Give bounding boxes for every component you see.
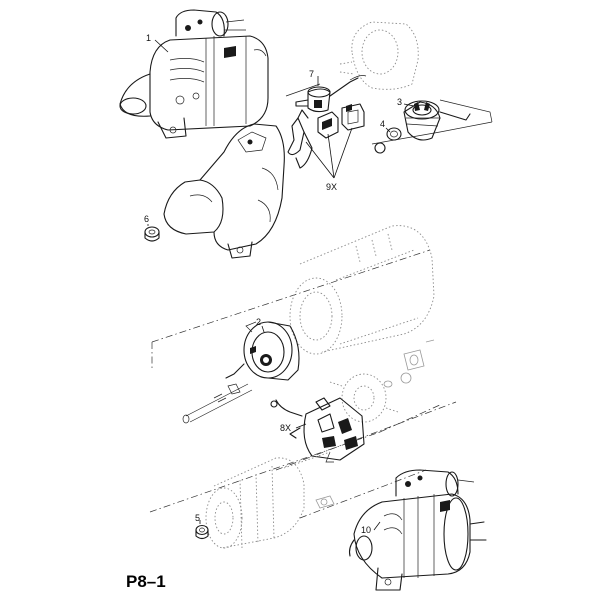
callout-7: 7 <box>309 69 314 79</box>
pinion-housing-ghost <box>339 21 419 90</box>
bush-lower-5 <box>195 524 209 540</box>
callout-8x: 8X <box>280 423 291 433</box>
leader-8x <box>295 423 307 429</box>
leader-3 <box>403 103 415 107</box>
armature-shaft <box>182 383 253 424</box>
starter-motor-1 <box>119 9 269 139</box>
assembly-axis-upper <box>151 249 431 343</box>
pinion-drive-3 <box>403 100 471 141</box>
gear-plate-ghost <box>329 339 435 423</box>
callout-4: 4 <box>380 119 385 129</box>
bush-upper-6 <box>144 226 160 242</box>
drive-end-housing <box>163 123 285 259</box>
page-reference: P8–1 <box>126 572 166 591</box>
leader-lines <box>147 39 415 531</box>
callout-10: 10 <box>361 525 371 535</box>
commutator-end-cover-2 <box>225 321 300 381</box>
leader-4 <box>385 127 391 133</box>
callout-5: 5 <box>195 513 200 523</box>
callout-6: 6 <box>144 214 149 224</box>
leader-9x-a <box>305 141 335 179</box>
assembly-axis-lower <box>275 401 457 471</box>
solenoid-7 <box>295 75 367 113</box>
circlip-ring-4 <box>374 127 402 154</box>
leader-2 <box>261 325 265 333</box>
brush-plate-kit-8x <box>270 397 365 463</box>
fork-kit-9x <box>287 103 365 169</box>
leader-1 <box>154 39 169 53</box>
leader-9x-c <box>333 127 353 179</box>
armature-ghost <box>205 451 335 549</box>
callout-3: 3 <box>397 97 402 107</box>
callout-2: 2 <box>256 317 261 327</box>
yoke-housing-ghost <box>289 225 435 355</box>
leader-10 <box>373 521 381 531</box>
starter-motor-10 <box>348 469 487 591</box>
pinion-group-bracket <box>285 83 493 145</box>
leader-9x-b <box>327 133 335 179</box>
assembly-axis-right <box>299 403 443 519</box>
callout-1: 1 <box>146 33 151 43</box>
callout-9x: 9X <box>326 182 337 192</box>
assembly-axis-middle <box>149 342 381 513</box>
